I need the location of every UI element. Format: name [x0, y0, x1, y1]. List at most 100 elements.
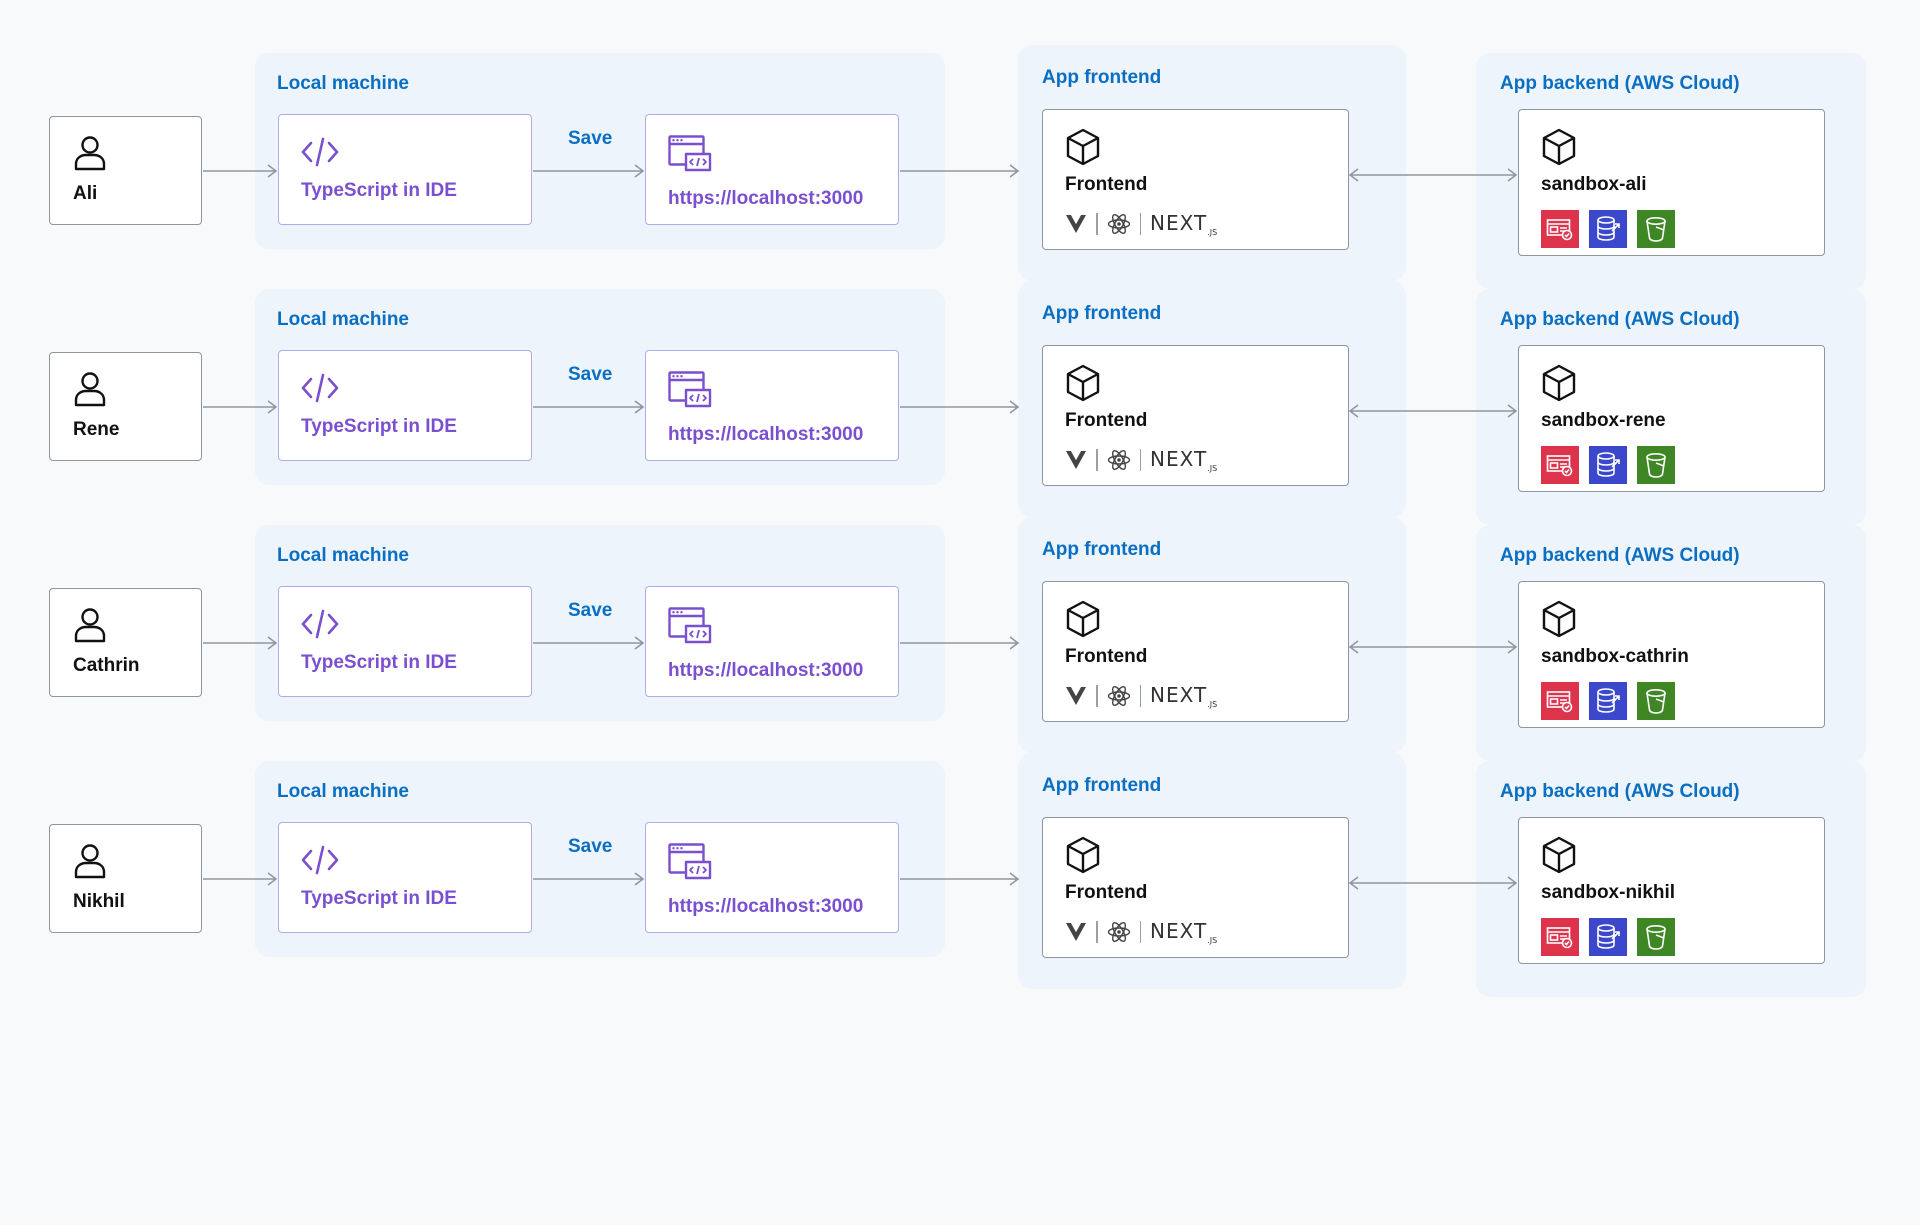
vue-icon [1066, 215, 1086, 233]
user-name: Nikhil [73, 891, 125, 912]
save-label: Save [568, 600, 613, 621]
browser-window-icon [668, 371, 712, 408]
ide-label: TypeScript in IDE [301, 416, 457, 437]
framework-divider [1096, 449, 1098, 471]
app-frontend-title: App frontend [1042, 539, 1162, 560]
framework-logos: NEXT.JS [1065, 210, 1217, 238]
user-icon [74, 608, 106, 643]
user-name: Cathrin [73, 655, 140, 676]
code-icon [301, 373, 339, 403]
developer-row: Local machine App frontend App backend (… [0, 45, 1920, 293]
localhost-box: https://localhost:3000 [645, 114, 899, 225]
aws-services [1541, 446, 1675, 484]
framework-divider [1096, 921, 1098, 943]
typescript-ide-box: TypeScript in IDE [278, 586, 532, 697]
ide-label: TypeScript in IDE [301, 888, 457, 909]
localhost-box: https://localhost:3000 [645, 586, 899, 697]
frontend-box: Frontend NEXT.JS [1042, 581, 1349, 722]
app-frontend-title: App frontend [1042, 67, 1162, 88]
localhost-box: https://localhost:3000 [645, 350, 899, 461]
app-backend-title: App backend (AWS Cloud) [1500, 73, 1740, 94]
sandbox-name: sandbox-nikhil [1541, 882, 1676, 903]
developer-row: Local machine App frontend App backend (… [0, 517, 1920, 765]
frontend-label: Frontend [1065, 174, 1148, 195]
browser-window-icon [668, 135, 712, 172]
framework-divider [1139, 921, 1141, 943]
browser-window-icon [668, 607, 712, 644]
cube-icon [1542, 364, 1576, 402]
cube-icon [1066, 836, 1100, 874]
typescript-ide-box: TypeScript in IDE [278, 822, 532, 933]
backend-box: sandbox-ali [1518, 109, 1825, 256]
browser-window-icon [668, 843, 712, 880]
aws-services [1541, 210, 1675, 248]
framework-divider [1139, 213, 1141, 235]
storage-bucket-icon [1637, 682, 1675, 720]
user-name: Ali [73, 183, 98, 204]
code-icon [301, 137, 339, 167]
user-box: Nikhil [49, 824, 202, 933]
cube-icon [1542, 836, 1576, 874]
app-frontend-title: App frontend [1042, 303, 1162, 324]
code-icon [301, 609, 339, 639]
local-machine-title: Local machine [277, 73, 409, 94]
app-backend-title: App backend (AWS Cloud) [1500, 781, 1740, 802]
database-service-icon [1589, 918, 1627, 956]
cube-icon [1066, 364, 1100, 402]
framework-divider [1096, 685, 1098, 707]
cube-icon [1542, 600, 1576, 638]
ide-label: TypeScript in IDE [301, 180, 457, 201]
backend-box: sandbox-cathrin [1518, 581, 1825, 728]
react-icon [1107, 449, 1130, 471]
vue-icon [1066, 687, 1086, 705]
framework-logos: NEXT.JS [1065, 446, 1217, 474]
app-backend-title: App backend (AWS Cloud) [1500, 309, 1740, 330]
framework-divider [1096, 213, 1098, 235]
nextjs-logo: NEXT.JS [1150, 211, 1218, 237]
auth-service-icon [1541, 210, 1579, 248]
vue-icon [1066, 451, 1086, 469]
frontend-box: Frontend NEXT.JS [1042, 345, 1349, 486]
user-box: Ali [49, 116, 202, 225]
storage-bucket-icon [1637, 210, 1675, 248]
backend-box: sandbox-nikhil [1518, 817, 1825, 964]
save-label: Save [568, 836, 613, 857]
auth-service-icon [1541, 918, 1579, 956]
auth-service-icon [1541, 682, 1579, 720]
frontend-box: Frontend NEXT.JS [1042, 817, 1349, 958]
database-service-icon [1589, 446, 1627, 484]
user-icon [74, 372, 106, 407]
app-frontend-title: App frontend [1042, 775, 1162, 796]
frontend-label: Frontend [1065, 646, 1148, 667]
sandbox-name: sandbox-cathrin [1541, 646, 1689, 667]
react-icon [1107, 213, 1130, 235]
nextjs-logo: NEXT.JS [1150, 683, 1218, 709]
local-machine-title: Local machine [277, 781, 409, 802]
code-icon [301, 845, 339, 875]
cube-icon [1066, 600, 1100, 638]
localhost-url: https://localhost:3000 [668, 896, 864, 917]
storage-bucket-icon [1637, 918, 1675, 956]
framework-logos: NEXT.JS [1065, 918, 1217, 946]
framework-divider [1139, 685, 1141, 707]
frontend-label: Frontend [1065, 410, 1148, 431]
framework-logos: NEXT.JS [1065, 682, 1217, 710]
user-box: Rene [49, 352, 202, 461]
localhost-url: https://localhost:3000 [668, 424, 864, 445]
database-service-icon [1589, 210, 1627, 248]
save-label: Save [568, 364, 613, 385]
localhost-url: https://localhost:3000 [668, 660, 864, 681]
sandbox-name: sandbox-ali [1541, 174, 1647, 195]
ide-label: TypeScript in IDE [301, 652, 457, 673]
user-icon [74, 844, 106, 879]
nextjs-logo: NEXT.JS [1150, 919, 1218, 945]
cube-icon [1066, 128, 1100, 166]
app-backend-title: App backend (AWS Cloud) [1500, 545, 1740, 566]
nextjs-logo: NEXT.JS [1150, 447, 1218, 473]
save-label: Save [568, 128, 613, 149]
storage-bucket-icon [1637, 446, 1675, 484]
aws-services [1541, 918, 1675, 956]
framework-divider [1139, 449, 1141, 471]
user-icon [74, 136, 106, 171]
